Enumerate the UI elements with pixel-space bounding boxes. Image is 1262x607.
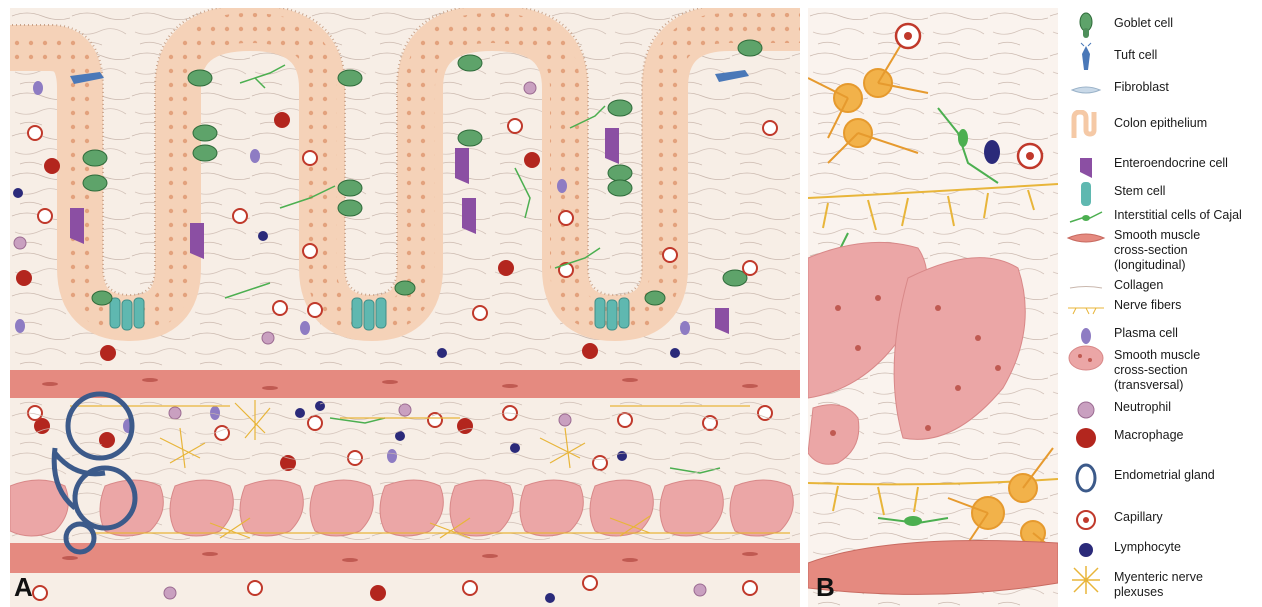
macrophage-icon <box>1066 422 1106 454</box>
panel-b-lymphocyte <box>984 140 1000 164</box>
legend-label: Endometrial gland <box>1114 468 1215 483</box>
goblet-cell-icon <box>1066 10 1106 42</box>
legend-label: Capillary <box>1114 510 1163 525</box>
colon-wall-illustration <box>10 8 800 607</box>
panel-b-myenteric-detail <box>808 8 1058 607</box>
lymphocyte-icon <box>1066 534 1106 566</box>
panel-a-label: A <box>14 572 33 603</box>
panel-b-label: B <box>816 572 835 603</box>
capillary-icon <box>1066 504 1106 536</box>
legend-label: Stem cell <box>1114 184 1165 199</box>
muscle-band-lower <box>10 543 800 573</box>
legend-label: Collagen <box>1114 278 1163 293</box>
muscle-band-upper <box>10 370 800 398</box>
legend-label: Smooth muscle cross-section (longitudina… <box>1114 228 1200 273</box>
legend-label: Interstitial cells of Cajal <box>1114 208 1242 223</box>
transversal-muscle-bundles <box>10 480 793 536</box>
legend-label: Colon epithelium <box>1114 116 1207 131</box>
legend-label: Plasma cell <box>1114 326 1178 341</box>
smooth-muscle-transversal-icon <box>1066 342 1106 374</box>
myenteric-detail-illustration <box>808 8 1058 607</box>
smooth-muscle-longitudinal-icon <box>1066 222 1106 254</box>
legend-label: Nerve fibers <box>1114 298 1181 313</box>
myenteric-plexus-icon <box>1066 564 1106 596</box>
colon-epithelium-icon <box>1066 110 1106 142</box>
legend-label: Tuft cell <box>1114 48 1157 63</box>
fibroblast-icon <box>1066 74 1106 106</box>
tuft-cell-icon <box>1066 42 1106 74</box>
legend-label: Macrophage <box>1114 428 1184 443</box>
legend-label: Lymphocyte <box>1114 540 1181 555</box>
panel-a-colon-wall <box>10 8 800 607</box>
endometrial-gland-icon <box>1066 462 1106 494</box>
legend-label: Fibroblast <box>1114 80 1169 95</box>
legend-label: Myenteric nerve plexuses <box>1114 570 1203 600</box>
legend-label: Neutrophil <box>1114 400 1171 415</box>
legend-label: Goblet cell <box>1114 16 1173 31</box>
legend-label: Enteroendocrine cell <box>1114 156 1228 171</box>
legend-label: Smooth muscle cross-section (transversal… <box>1114 348 1200 393</box>
